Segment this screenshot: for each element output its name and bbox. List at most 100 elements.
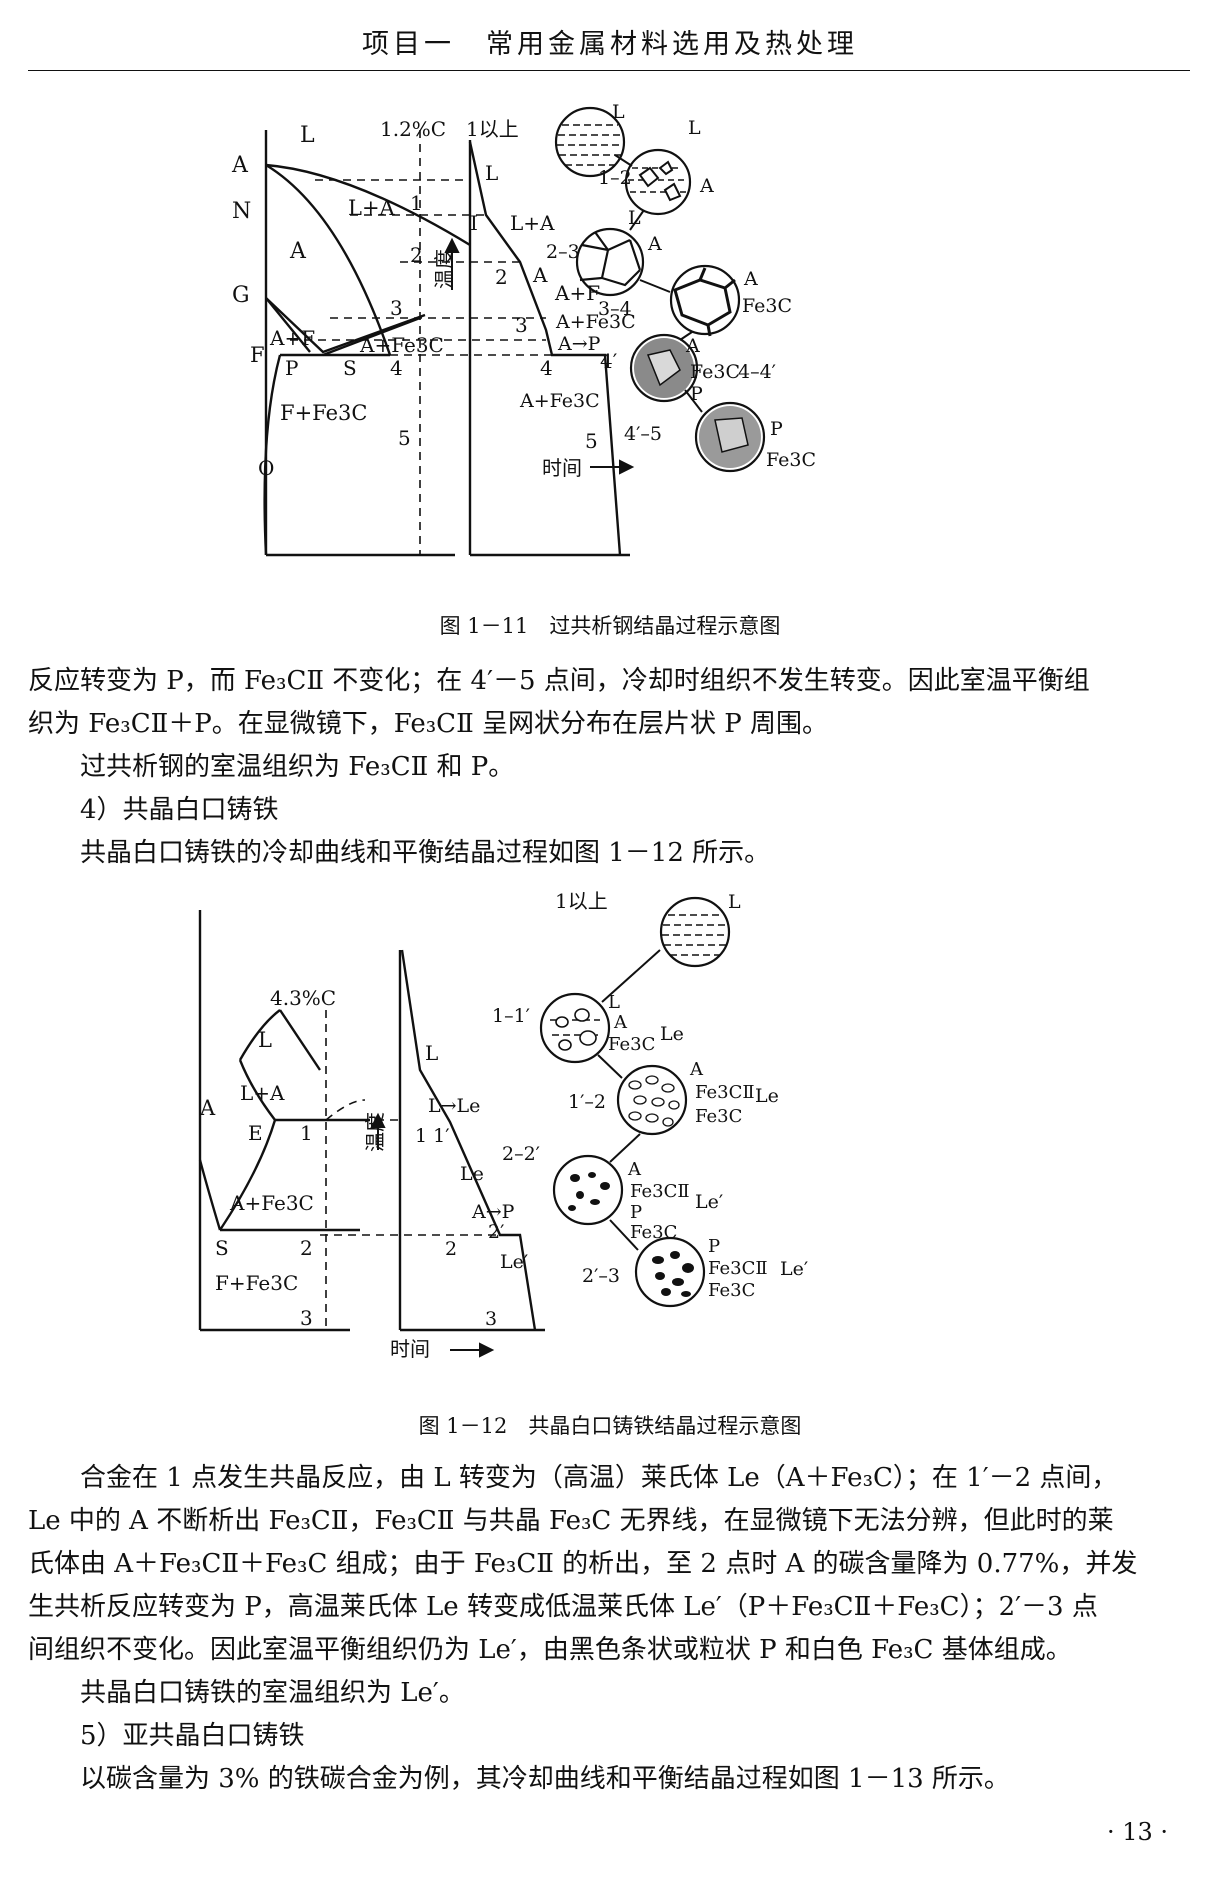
fig2-micro-Lep-1: Le′ — [695, 1191, 723, 1213]
fig1-num-5: 5 — [398, 426, 411, 450]
fig2-micro-P-1: P — [630, 1202, 642, 1223]
fig1-region-FFe3C: F+Fe3C — [280, 401, 367, 425]
fig2-stage-4: 2–2′ — [502, 1143, 540, 1165]
fig1-point-S: S — [343, 356, 357, 380]
fig2-point-S: S — [215, 1236, 229, 1260]
figure-1-11-svg: L 1.2%C A N L+A 1 A 2 G 3 A+F A+Fe3C F P… — [231, 101, 816, 557]
fig2-micro-Le: Le — [660, 1023, 684, 1045]
fig2-region-LA: L+A — [240, 1081, 285, 1105]
fig2-curve-LLe: L→Le — [428, 1095, 480, 1117]
fig1-curve-5: 5 — [585, 429, 598, 453]
paragraph-4-line-1: 合金在 1 点发生共晶反应，由 L 转变为（高温）莱氏体 Le（A＋Fe₃C）；… — [80, 1463, 1118, 1493]
fig2-micro-L-1: L — [728, 891, 741, 913]
fig2-region-L: L — [258, 1028, 272, 1052]
figure-1-12-svg: 4.3%C L L+A A E 1 A+Fe3C S 2 F+Fe3C 3 温度… — [198, 890, 808, 1360]
fig1-curve-L: L — [485, 161, 498, 185]
fig1-micro-Fe3C-2: Fe3C — [690, 361, 740, 383]
fig1-curve-AP: A→P — [557, 333, 601, 355]
fig2-micro-Fe3C-1: Fe3C — [608, 1034, 655, 1055]
fig2-curve-3: 3 — [485, 1308, 497, 1330]
fig1-curve-4: 4 — [540, 356, 553, 380]
fig1-stage-4: 3–4 — [598, 298, 632, 320]
paragraph-2: 过共析钢的室温组织为 Fe₃CⅡ 和 P。 — [80, 752, 515, 782]
fig1-curve-3: 3 — [515, 313, 528, 337]
fig1-curve-AF: A+F — [554, 281, 600, 305]
fig1-point-A: A — [231, 153, 249, 178]
fig1-micro-P-1: P — [690, 383, 703, 405]
running-header: 项目一 常用金属材料选用及热处理 — [362, 29, 858, 60]
figure-1-12: 4.3%C L L+A A E 1 A+Fe3C S 2 F+Fe3C 3 温度… — [190, 890, 1010, 1360]
fig1-micro-P-2: P — [770, 418, 783, 440]
fig1-curve-LA: L+A — [510, 211, 555, 235]
fig1-micro-A-1: A — [699, 175, 714, 197]
paragraph-5: 共晶白口铸铁的室温组织为 Le′。 — [80, 1678, 465, 1708]
fig1-micro-L-3: L — [628, 207, 641, 229]
fig1-micro-A-3: A — [743, 268, 758, 290]
paragraph-4-line-3: 氏体由 A＋Fe₃CⅡ＋Fe₃C 组成；由于 Fe₃CⅡ 的析出，至 2 点时 … — [28, 1549, 1138, 1579]
fig2-region-AFe3C: A+Fe3C — [229, 1191, 314, 1215]
fig2-curve-Le: Le — [460, 1163, 484, 1185]
fig1-num-4: 4 — [390, 356, 403, 380]
figure-1-11: L 1.2%C A N L+A 1 A 2 G 3 A+F A+Fe3C F P… — [230, 100, 1010, 580]
fig1-point-P: P — [285, 356, 298, 380]
fig1-curve-A: A — [532, 263, 548, 287]
fig2-micro-A-3: A — [627, 1159, 642, 1180]
fig2-num-1: 1 — [300, 1121, 313, 1145]
fig2-curve-L: L — [425, 1041, 438, 1065]
paragraph-6: 以碳含量为 3% 的铁碳合金为例，其冷却曲线和平衡结晶过程如图 1－13 所示。 — [80, 1764, 1010, 1794]
fig2-micro-Fe3C-3: Fe3C — [630, 1222, 677, 1243]
paragraph-3: 共晶白口铸铁的冷却曲线和平衡结晶过程如图 1－12 所示。 — [80, 838, 771, 868]
fig1-micro-L-1: L — [612, 101, 625, 123]
fig2-region-A: A — [199, 1096, 216, 1120]
fig1-region-AF: A+F — [269, 326, 315, 350]
fig1-micro-L-2: L — [688, 117, 701, 139]
fig1-region-A: A — [289, 239, 307, 264]
fig1-num-1: 1 — [410, 191, 423, 215]
fig1-time-axis: 时间 — [542, 456, 582, 480]
fig1-stage-3: 2–3 — [546, 241, 580, 263]
header-rule — [28, 70, 1190, 71]
page-number: · 13 · — [1106, 1818, 1168, 1846]
fig2-num-2: 2 — [300, 1236, 313, 1260]
fig1-point-O: O — [258, 456, 274, 480]
paragraph-1-line-1: 反应转变为 P，而 Fe₃CⅡ 不变化；在 4′－5 点间，冷却时组织不发生转变… — [28, 666, 1090, 696]
fig1-micro-A-2: A — [647, 233, 662, 255]
fig2-micro-Lep-2: Le′ — [780, 1258, 808, 1280]
fig2-micro-Le-2: Le — [755, 1085, 779, 1107]
fig2-point-E: E — [248, 1121, 263, 1145]
fig1-region-LA: L+A — [348, 196, 396, 220]
heading-5: 5）亚共晶白口铸铁 — [80, 1721, 305, 1751]
fig2-curve-2p: 2′ — [488, 1221, 504, 1243]
fig2-curve-2: 2 — [445, 1238, 457, 1260]
fig2-micro-A-1: A — [613, 1012, 628, 1033]
fig1-point-F: F — [250, 343, 265, 367]
paragraph-4-line-2: Le 中的 A 不断析出 Fe₃CⅡ，Fe₃CⅡ 与共晶 Fe₃C 无界线，在显… — [28, 1506, 1114, 1536]
fig1-curve-4p: 4′ — [600, 349, 618, 373]
fig2-region-FFe3C: F+Fe3C — [215, 1271, 298, 1295]
fig2-micro-L-2: L — [608, 992, 620, 1013]
fig1-label-L: L — [300, 123, 315, 148]
fig2-micro-A-2: A — [689, 1059, 704, 1080]
figure-1-11-caption: 图 1－11 过共析钢结晶过程示意图 — [439, 614, 781, 638]
fig2-curve-Lep: Le′ — [500, 1251, 528, 1273]
fig2-composition: 4.3%C — [270, 986, 336, 1010]
fig1-composition: 1.2%C — [380, 117, 446, 141]
fig1-micro-Fe3C-1: Fe3C — [742, 295, 792, 317]
fig2-micro-Fe3C-2: Fe3C — [695, 1106, 742, 1127]
fig2-stage-2: 1–1′ — [492, 1005, 530, 1027]
fig1-temperature-axis: 温度 — [432, 249, 456, 289]
fig1-curve-AFe3C-low: A+Fe3C — [519, 390, 600, 412]
fig2-time-axis: 时间 — [390, 1337, 430, 1360]
fig1-stage-1: 1以上 — [466, 117, 519, 141]
fig1-micro-Fe3C-3: Fe3C — [766, 449, 816, 471]
figure-1-12-caption: 图 1－12 共晶白口铸铁结晶过程示意图 — [418, 1414, 802, 1438]
fig2-stage-1: 1以上 — [555, 890, 608, 913]
paragraph-4-line-4: 生共析反应转变为 P，高温莱氏体 Le 转变成低温莱氏体 Le′（P＋Fe₃CⅡ… — [28, 1592, 1098, 1622]
fig2-micro-Fe3CII-2: Fe3CⅡ — [630, 1181, 690, 1202]
fig2-micro-P-2: P — [708, 1236, 720, 1257]
fig1-num-2: 2 — [410, 243, 423, 267]
fig1-stage-6: 4′–5 — [624, 423, 662, 445]
heading-4: 4）共晶白口铸铁 — [80, 795, 279, 825]
fig2-stage-5: 2′–3 — [582, 1265, 620, 1287]
fig1-curve-AFe3C: A+Fe3C — [555, 311, 636, 333]
